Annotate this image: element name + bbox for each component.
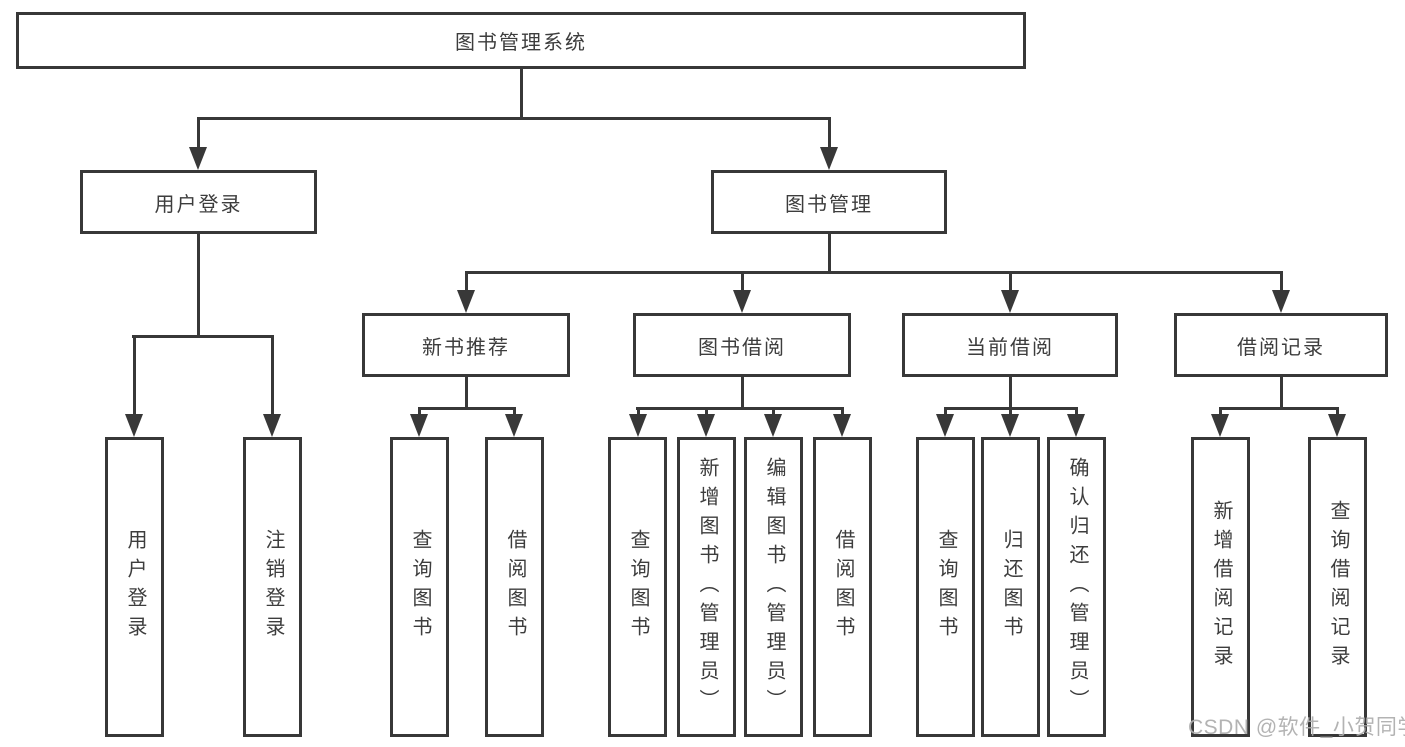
leaf-label: 新增图书（管理员）	[696, 456, 718, 718]
connector-line	[196, 234, 200, 337]
leaf-logout: 注销登录	[243, 437, 302, 737]
connector-line	[1008, 377, 1012, 409]
arrowhead-down-icon	[263, 414, 281, 437]
connector-line	[740, 377, 744, 409]
connector-line	[704, 407, 708, 417]
connector-line	[1008, 407, 1012, 417]
arrowhead-down-icon	[189, 147, 207, 170]
connector-line	[519, 69, 523, 119]
connector-line	[512, 407, 516, 417]
node-label: 用户登录	[154, 193, 243, 216]
connector-line	[132, 334, 274, 338]
connector-line	[1074, 407, 1078, 417]
leaf-label: 用户登录	[124, 529, 146, 645]
node-book-management: 图书管理	[711, 170, 947, 234]
node-current-borrowing: 当前借阅	[902, 313, 1118, 377]
leaf-label: 确认归还（管理员）	[1066, 456, 1088, 718]
arrowhead-down-icon	[410, 414, 428, 437]
arrowhead-down-icon	[1328, 414, 1346, 437]
connector-line	[827, 117, 831, 152]
node-label: 图书借阅	[698, 336, 786, 359]
arrowhead-down-icon	[697, 414, 715, 437]
leaf-add-borrow-record: 新增借阅记录	[1191, 437, 1250, 737]
arrowhead-down-icon	[833, 414, 851, 437]
node-borrowing-records: 借阅记录	[1174, 313, 1388, 377]
connector-line	[840, 407, 844, 417]
connector-line	[418, 406, 516, 410]
leaf-label: 查询借阅记录	[1327, 500, 1349, 674]
node-label: 借阅记录	[1237, 336, 1325, 359]
arrowhead-down-icon	[629, 414, 647, 437]
connector-line	[417, 407, 421, 417]
leaf-query-books-borrow: 查询图书	[608, 437, 667, 737]
arrowhead-down-icon	[764, 414, 782, 437]
arrowhead-down-icon	[1067, 414, 1085, 437]
leaf-user-login: 用户登录	[105, 437, 164, 737]
connector-line	[270, 335, 274, 418]
leaf-return-books: 归还图书	[981, 437, 1040, 737]
connector-line	[771, 407, 775, 417]
leaf-query-books-recommend: 查询图书	[390, 437, 449, 737]
arrowhead-down-icon	[1211, 414, 1229, 437]
connector-line	[1279, 377, 1283, 409]
node-book-borrowing: 图书借阅	[633, 313, 851, 377]
node-user-login: 用户登录	[80, 170, 317, 234]
arrowhead-down-icon	[936, 414, 954, 437]
connector-line	[944, 406, 1078, 410]
arrowhead-down-icon	[1001, 290, 1019, 313]
leaf-label: 查询图书	[627, 529, 649, 645]
arrowhead-down-icon	[457, 290, 475, 313]
connector-line	[196, 117, 200, 152]
node-new-book-recommendation: 新书推荐	[362, 313, 570, 377]
leaf-borrow-books-recommend: 借阅图书	[485, 437, 544, 737]
connector-line	[636, 407, 640, 417]
arrowhead-down-icon	[1272, 290, 1290, 313]
connector-line	[197, 116, 831, 120]
leaf-label: 借阅图书	[832, 529, 854, 645]
node-library-management-system: 图书管理系统	[16, 12, 1026, 69]
connector-line	[132, 335, 136, 418]
connector-line	[464, 377, 468, 409]
arrowhead-down-icon	[505, 414, 523, 437]
watermark-text: CSDN @软件_小贺同学	[1188, 716, 1405, 739]
connector-line	[1335, 407, 1339, 417]
connector-line	[1279, 271, 1283, 294]
leaf-label: 归还图书	[1000, 529, 1022, 645]
node-label: 图书管理	[785, 193, 873, 216]
node-label: 图书管理系统	[455, 32, 587, 54]
leaf-query-borrow-record: 查询借阅记录	[1308, 437, 1367, 737]
leaf-query-books-current: 查询图书	[916, 437, 975, 737]
arrowhead-down-icon	[820, 147, 838, 170]
leaf-label: 新增借阅记录	[1210, 500, 1232, 674]
connector-line	[943, 407, 947, 417]
arrowhead-down-icon	[1001, 414, 1019, 437]
leaf-label: 编辑图书（管理员）	[763, 456, 785, 718]
leaf-borrow-books: 借阅图书	[813, 437, 872, 737]
leaf-edit-books-admin: 编辑图书（管理员）	[744, 437, 803, 737]
leaf-label: 查询图书	[409, 529, 431, 645]
leaf-add-books-admin: 新增图书（管理员）	[677, 437, 736, 737]
connector-line	[1008, 271, 1012, 294]
arrowhead-down-icon	[733, 290, 751, 313]
connector-line	[1219, 406, 1339, 410]
connector-line	[827, 234, 831, 273]
connector-line	[740, 271, 744, 294]
leaf-label: 查询图书	[935, 529, 957, 645]
leaf-label: 借阅图书	[504, 529, 526, 645]
connector-line	[464, 271, 468, 294]
leaf-label: 注销登录	[262, 529, 284, 645]
node-label: 新书推荐	[422, 336, 510, 359]
node-label: 当前借阅	[966, 336, 1054, 359]
arrowhead-down-icon	[125, 414, 143, 437]
connector-line	[636, 406, 844, 410]
connector-line	[465, 270, 1282, 274]
leaf-confirm-return-admin: 确认归还（管理员）	[1047, 437, 1106, 737]
connector-line	[1218, 407, 1222, 417]
